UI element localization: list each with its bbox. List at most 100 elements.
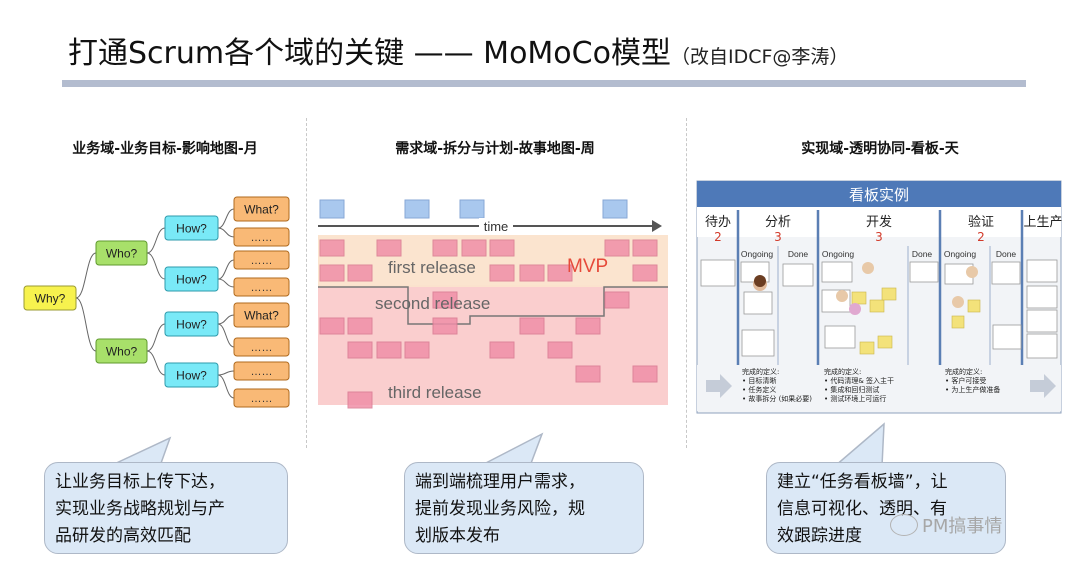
impact-map (75, 208, 235, 399)
how-label: How? (176, 273, 207, 287)
callout-line: 效跟踪进度 (777, 526, 862, 546)
title-main: 打通Scrum各个域的关键 —— MoMoCo模型 (68, 36, 671, 71)
story-cards (319, 239, 658, 409)
how-label: How? (176, 318, 207, 332)
wip-limit: 2 (714, 230, 722, 244)
what-node (233, 196, 290, 222)
callout-line: 划版本发布 (415, 526, 500, 546)
wip-limit: 3 (774, 230, 782, 244)
column-heading-implementation: 实现域-透明协同-看板-天 (801, 141, 959, 157)
leaf-label: …… (251, 232, 273, 244)
story-map: time (318, 199, 668, 409)
wechat-icon (890, 514, 918, 536)
time-label: time (484, 219, 509, 234)
callout-requirements: 端到端梳理用户需求， 提前发现业务风险，规 划版本发布 (404, 462, 644, 554)
who-label: Who? (106, 345, 138, 359)
title-sub: （改自IDCF@李涛） (670, 46, 849, 68)
title-rule (62, 80, 1026, 87)
how-node (164, 215, 219, 241)
how-node (164, 266, 219, 292)
who-node (95, 240, 148, 266)
dod-item: • 客户可接受 (945, 376, 986, 385)
leaf-label: …… (251, 366, 273, 378)
what-node (233, 302, 290, 328)
impact-map-nodes: Why? Who? Who? How? How? How? How? What?… (23, 196, 290, 408)
subcol-label: Done (788, 249, 809, 259)
callout-pointers (109, 422, 885, 467)
how-label: How? (176, 369, 207, 383)
kanban-title: 看板实例 (849, 186, 909, 204)
why-label: Why? (35, 292, 66, 306)
leaf-label: …… (251, 255, 273, 267)
task-cards (700, 259, 1058, 359)
callout-line: 提前发现业务风险，规 (415, 499, 585, 519)
kanban-col-backlog: 待办 (705, 215, 731, 230)
leaf-node (233, 277, 290, 297)
dod-item: • 为上生产做准备 (945, 385, 1000, 394)
how-node (164, 362, 219, 388)
kanban-col-prod: 上生产 (1023, 215, 1062, 230)
release-line (318, 286, 668, 325)
who-node (95, 338, 148, 364)
dod-item: • 目标清晰 (742, 376, 776, 385)
dod-title: 完成的定义: (824, 367, 861, 376)
callout-line: 建立“任务看板墙”，让 (777, 472, 948, 492)
what-label: What? (244, 203, 279, 217)
release-label-third: third release (388, 383, 482, 402)
slide-title: 打通Scrum各个域的关键 —— MoMoCo模型（改自IDCF@李涛） (68, 28, 848, 72)
column-heading-business: 业务域-业务目标-影响地图-月 (72, 141, 258, 157)
dod-title: 完成的定义: (945, 367, 982, 376)
subcol-label: Ongoing (822, 249, 854, 259)
callout-line: 端到端梳理用户需求， (415, 472, 585, 492)
kanban-board: 看板实例 待办 分析 开发 验证 上生产 2 3 3 2 Ongoing (696, 180, 1063, 414)
leaf-label: …… (251, 342, 273, 354)
backbone-cards (319, 199, 628, 219)
dod-item: • 测试环境上可运行 (824, 394, 886, 403)
avatar-icons (753, 262, 978, 315)
wip-limit: 2 (977, 230, 985, 244)
leaf-node (233, 388, 290, 408)
dod-item: • 任务定义 (742, 385, 776, 394)
leaf-node (233, 227, 290, 247)
what-label: What? (244, 309, 279, 323)
release-label-second: second release (375, 294, 490, 313)
callout-implementation: 建立“任务看板墙”，让 信息可视化、透明、有 效跟踪进度 (766, 462, 1006, 554)
subcol-label: Ongoing (944, 249, 976, 259)
leaf-node (233, 361, 290, 381)
callout-line: 实现业务战略规划与产 (55, 499, 225, 519)
how-label: How? (176, 222, 207, 236)
kanban-col-verify: 验证 (968, 214, 994, 230)
leaf-label: …… (251, 393, 273, 405)
who-label: Who? (106, 247, 138, 261)
kanban-title-bar (697, 181, 1061, 207)
callout-line: 让业务目标上传下达， (55, 472, 225, 492)
watermark: PM搞事情 (890, 512, 1002, 538)
callout-line: 品研发的高效匹配 (55, 526, 191, 546)
dod-item: • 代码清理& 签入主干 (824, 376, 894, 385)
leaf-label: …… (251, 282, 273, 294)
dod-item: • 故事拆分 (如果必要) (742, 394, 812, 403)
how-node (164, 311, 219, 337)
dod-title: 完成的定义: (742, 367, 779, 376)
column-divider (686, 118, 687, 448)
subcol-label: Done (912, 249, 933, 259)
kanban-flow-arrows (706, 374, 1056, 398)
leaf-node (233, 250, 290, 270)
why-node (23, 285, 77, 311)
sticky-notes (851, 287, 981, 355)
subcol-label: Done (996, 249, 1017, 259)
release-label-first: first release (388, 258, 476, 277)
mvp-label: MVP (567, 256, 608, 277)
leaf-node (233, 337, 290, 357)
time-axis-arrow (652, 220, 662, 232)
wip-limit: 3 (875, 230, 883, 244)
column-heading-requirements: 需求域-拆分与计划-故事地图-周 (395, 141, 595, 157)
column-divider (306, 118, 307, 448)
dod-item: • 集成和回归测试 (824, 385, 879, 394)
subcol-label: Ongoing (741, 249, 773, 259)
callout-business: 让业务目标上传下达， 实现业务战略规划与产 品研发的高效匹配 (44, 462, 288, 554)
kanban-col-dev: 开发 (866, 214, 892, 230)
watermark-text: PM搞事情 (922, 516, 1003, 537)
kanban-col-analysis: 分析 (765, 215, 791, 230)
